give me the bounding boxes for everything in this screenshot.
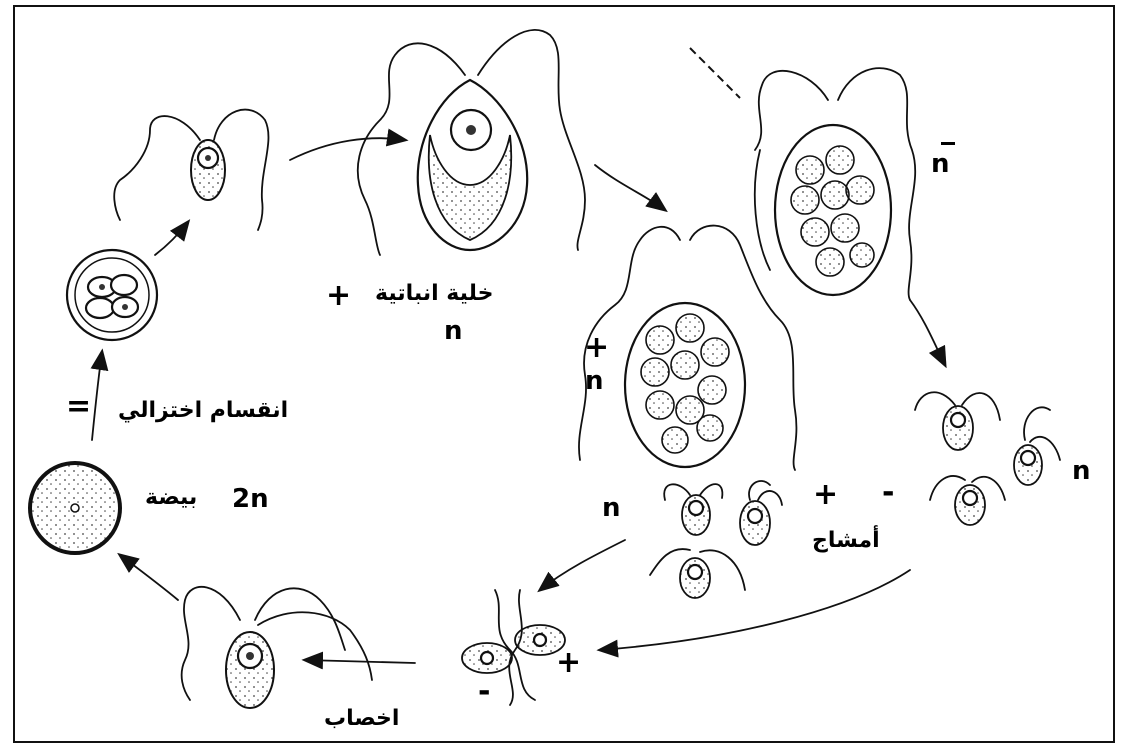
meiosis-label: انقسام اختزالي [118, 400, 288, 422]
vegetative-cell-plus [358, 30, 585, 255]
sporangium-plus [579, 226, 796, 470]
egg-zygote [30, 463, 120, 553]
gametes-minus [915, 392, 1060, 525]
meiosis-mark: = [66, 392, 91, 422]
n-label-gametes-minus: n [1072, 458, 1091, 484]
fertilization-label: اخصاب [324, 708, 399, 730]
plus-sign-fusion: + [556, 648, 581, 678]
egg-label: بيضة [145, 487, 197, 509]
sporangium-minus [755, 68, 915, 300]
zygote-dividing [67, 250, 157, 340]
fertilized-cell [182, 587, 372, 708]
page-frame [14, 6, 1114, 742]
n-label-sporangium: n [585, 368, 604, 394]
vegetative-cell-label: خلية انباتية [375, 283, 493, 305]
n-label-gametes-plus: n [602, 495, 621, 521]
plus-sign-sporangium: + [584, 333, 609, 363]
n-label-vegetative: n [444, 318, 463, 344]
gametes-plus [650, 481, 782, 598]
n-bar-text: n [931, 151, 950, 177]
gametes-label: أمشاج [812, 530, 880, 552]
n-bar-overline [941, 142, 955, 145]
plus-sign-gametes: + [813, 480, 838, 510]
minus-sign-fusion: - [478, 677, 490, 707]
two-n-label: 2n [232, 486, 269, 512]
young-flagellate-cell [114, 110, 268, 230]
plus-sign-vegetative: + [326, 281, 351, 311]
minus-sign-gametes: - [882, 478, 894, 508]
